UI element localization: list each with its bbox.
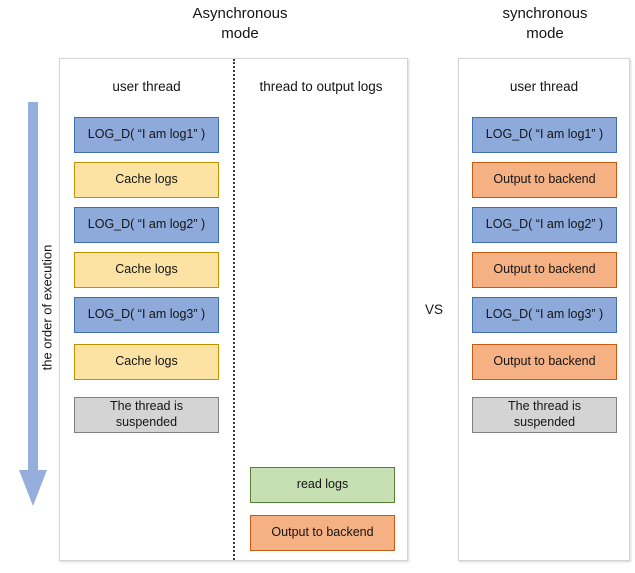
async-step-cache-logs-3[interactable]: Cache logs	[74, 344, 219, 380]
async-step-log1[interactable]: LOG_D( “I am log1” )	[74, 117, 219, 153]
async-step-cache-logs-2[interactable]: Cache logs	[74, 252, 219, 288]
async-step-log2[interactable]: LOG_D( “I am log2” )	[74, 207, 219, 243]
sync-step-output-to-backend-1[interactable]: Output to backend	[472, 162, 617, 198]
async-user-thread-header: user thread	[112, 79, 181, 94]
async-step-log3[interactable]: LOG_D( “I am log3” )	[74, 297, 219, 333]
sync-mode-panel: user thread LOG_D( “I am log1” ) Output …	[458, 58, 630, 561]
thread-divider	[233, 59, 235, 560]
async-mode-title: Asynchronous mode	[192, 5, 288, 42]
sync-user-thread-header: user thread	[509, 79, 579, 94]
async-step-cache-logs-1[interactable]: Cache logs	[74, 162, 219, 198]
down-arrow-icon	[19, 102, 47, 506]
sync-mode-title: synchronous mode	[502, 5, 588, 42]
async-step-output-to-backend[interactable]: Output to backend	[250, 515, 395, 551]
order-of-execution-arrow	[17, 102, 49, 506]
sync-step-output-to-backend-2[interactable]: Output to backend	[472, 252, 617, 288]
sync-step-thread-suspended[interactable]: The thread is suspended	[472, 397, 617, 433]
async-mode-panel: user thread thread to output logs LOG_D(…	[59, 58, 408, 561]
async-step-read-logs[interactable]: read logs	[250, 467, 395, 503]
sync-step-log3[interactable]: LOG_D( “I am log3” )	[472, 297, 617, 333]
order-of-execution-label: the order of execution	[39, 244, 55, 371]
sync-step-log1[interactable]: LOG_D( “I am log1” )	[472, 117, 617, 153]
vs-label: VS	[424, 302, 443, 317]
sync-step-output-to-backend-3[interactable]: Output to backend	[472, 344, 617, 380]
async-logger-thread-header: thread to output logs	[259, 79, 383, 94]
async-step-thread-suspended[interactable]: The thread is suspended	[74, 397, 219, 433]
sync-step-log2[interactable]: LOG_D( “I am log2” )	[472, 207, 617, 243]
